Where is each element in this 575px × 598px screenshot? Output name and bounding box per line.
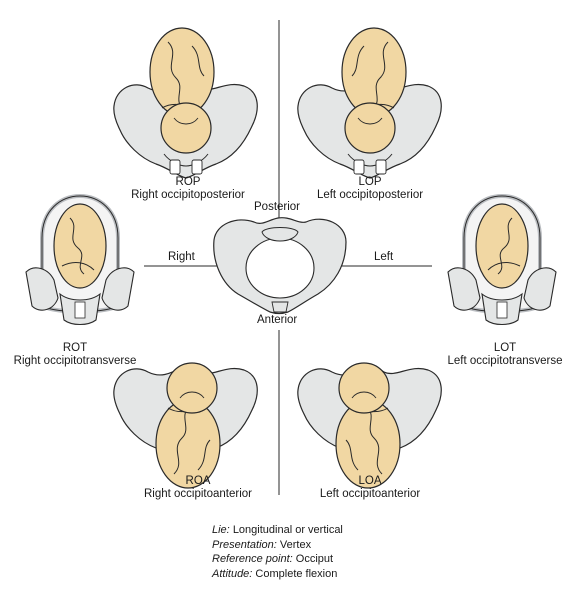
lop-label: LOP Left occipitoposterior	[317, 176, 423, 202]
left-label: Left	[374, 251, 394, 263]
loa-illustration	[297, 362, 442, 489]
legend-value: Occiput	[295, 553, 334, 565]
legend-value: Vertex	[279, 538, 312, 551]
legend-value: Complete flexion	[255, 567, 338, 580]
lop-code: LOP	[358, 176, 382, 188]
legend-row: Attitude: Complete flexion	[212, 567, 343, 582]
legend-term: Lie:	[212, 524, 230, 536]
roa-name: Right occipitoanterior	[143, 488, 253, 500]
legend-term: Reference point:	[212, 553, 293, 565]
legend-value: Longitudinal or vertical	[232, 524, 343, 536]
roa-illustration	[113, 362, 258, 489]
loa-code: LOA	[358, 475, 382, 487]
rop-name: Right occipitoposterior	[131, 189, 245, 201]
rot-code: ROT	[62, 342, 88, 354]
rop-code: ROP	[175, 176, 201, 188]
rot-label: ROT Right occipitotransverse	[14, 342, 137, 368]
right-label: Right	[168, 251, 195, 263]
loa-name: Left occipitoanterior	[319, 488, 421, 500]
rop-illustration	[113, 27, 258, 179]
legend-row: Presentation: Vertex	[212, 538, 343, 553]
lop-illustration	[297, 27, 442, 179]
legend-term: Presentation:	[212, 538, 277, 551]
rop-label: ROP Right occipitoposterior	[131, 176, 245, 202]
legend-row: Lie: Longitudinal or vertical	[212, 523, 343, 538]
roa-label: ROA Right occipitoanterior	[144, 475, 252, 501]
lot-name: Left occipitotransverse	[447, 355, 563, 367]
lot-code: LOT	[493, 342, 517, 354]
posterior-label: Posterior	[254, 201, 301, 213]
lop-name: Left occipitoposterior	[316, 189, 424, 201]
legend-term: Attitude:	[212, 567, 253, 580]
rot-illustration	[24, 194, 136, 327]
legend-row: Reference point: Occiput	[212, 552, 343, 567]
rot-name: Right occipitotransverse	[13, 355, 137, 367]
legend: Lie: Longitudinal or vertical Presentati…	[212, 523, 343, 581]
loa-label: LOA Left occipitoanterior	[320, 475, 420, 501]
central-pelvis-illustration	[213, 217, 347, 315]
lot-label: LOT Left occipitotransverse	[447, 342, 562, 368]
roa-code: ROA	[185, 475, 211, 487]
lot-illustration	[446, 194, 558, 327]
anterior-label: Anterior	[257, 314, 298, 326]
